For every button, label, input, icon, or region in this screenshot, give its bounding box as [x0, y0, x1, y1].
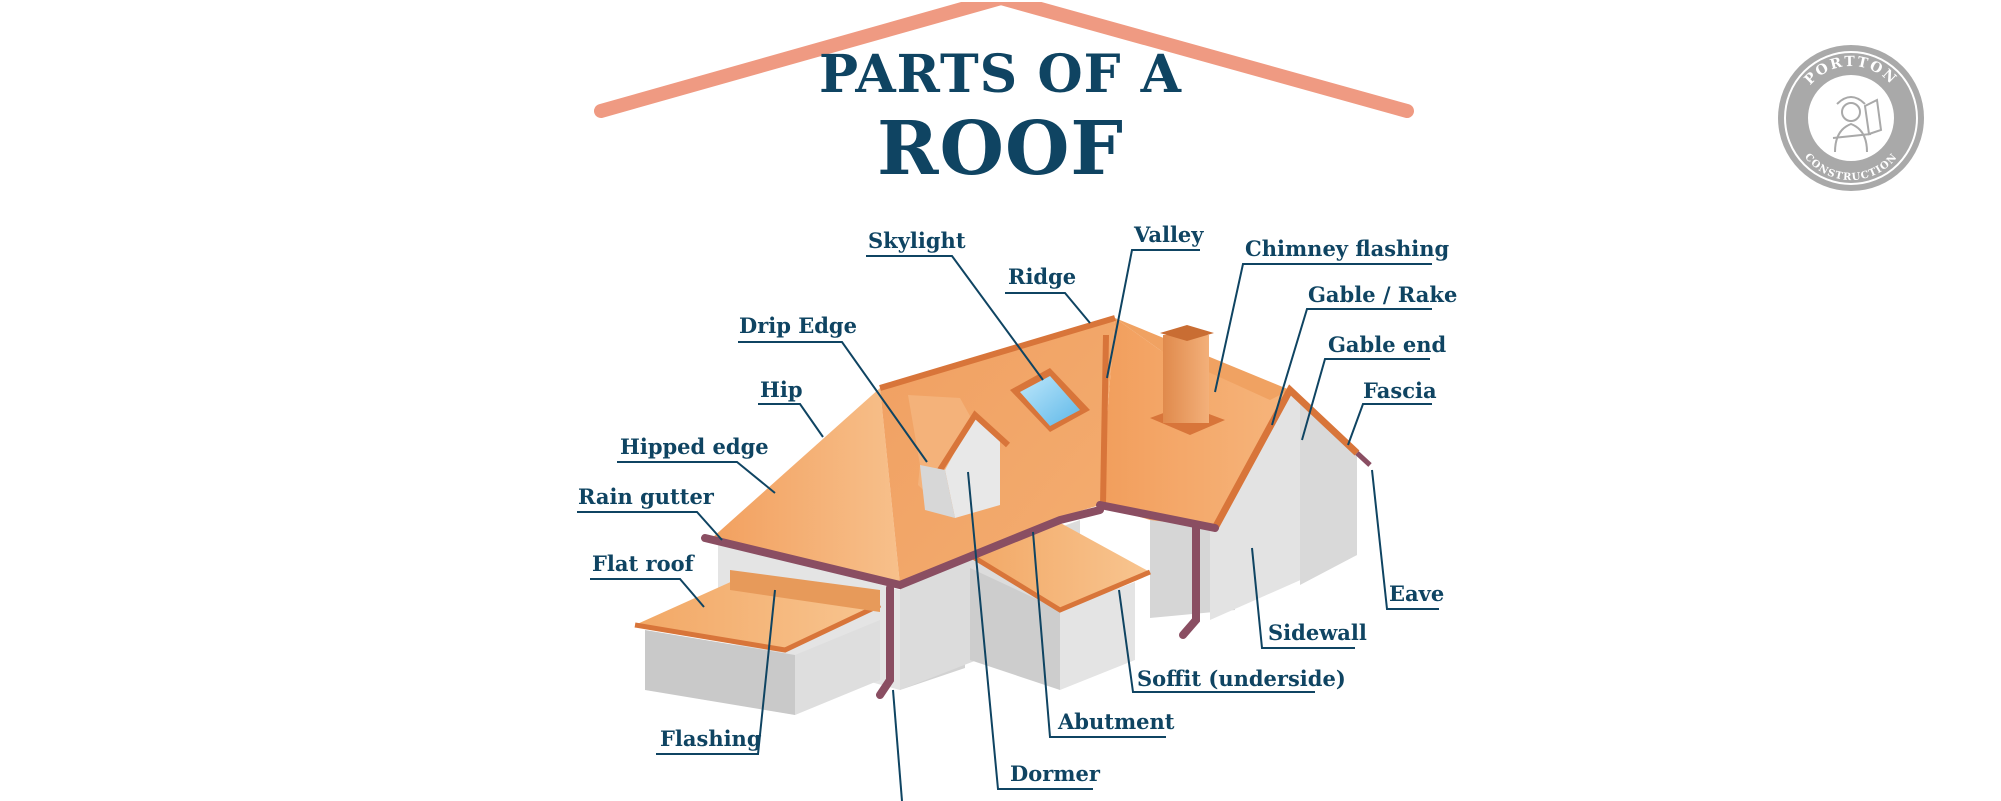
title-line-1: PARTS OF A	[819, 44, 1182, 105]
dormer-edge	[937, 410, 1011, 472]
hip-roof-face	[712, 388, 900, 585]
logo-worker-icon	[1832, 96, 1883, 153]
leader-drip-edge	[738, 341, 928, 463]
leader-hip	[758, 403, 824, 438]
leader-valley	[1106, 249, 1200, 379]
label-skylight: Skylight	[868, 228, 966, 253]
leader-soffit	[1118, 589, 1315, 693]
leader-gable-end	[1301, 358, 1430, 441]
company-logo: PORTTON CONSTRUCTION	[1778, 45, 1924, 191]
rain-gutter	[701, 506, 1104, 590]
label-gable-rake: Gable / Rake	[1308, 282, 1458, 307]
label-rain-gutter: Rain gutter	[578, 484, 714, 509]
chimney-top	[1160, 325, 1214, 341]
label-valley: Valley	[1134, 222, 1204, 247]
label-gable-end: Gable end	[1328, 332, 1447, 357]
leader-eave	[1371, 469, 1439, 610]
label-dormer: Dormer	[1010, 761, 1100, 786]
label-chimney-flashing: Chimney flashing	[1245, 236, 1450, 261]
label-ridge: Ridge	[1008, 264, 1077, 289]
label-flat-roof: Flat roof	[592, 551, 694, 576]
leader-chimney-flashing	[1214, 263, 1432, 393]
fascia-edge	[1355, 451, 1372, 467]
label-hip: Hip	[760, 377, 803, 402]
leader-flashing	[656, 589, 776, 755]
skylight-glass	[1020, 376, 1080, 426]
leader-skylight	[866, 255, 1044, 381]
flat-roof-flashing	[730, 570, 880, 612]
dormer-wall	[945, 415, 1000, 518]
leader-sidewall	[1251, 547, 1355, 649]
label-drip-edge: Drip Edge	[739, 313, 857, 338]
dormer-side	[920, 465, 955, 518]
chimney-body	[1163, 335, 1209, 423]
downspout-right	[1179, 522, 1200, 639]
downspout-left	[876, 584, 894, 699]
leader-abutment	[1032, 531, 1166, 738]
title-roof-line	[594, 0, 1414, 118]
label-abutment: Abutment	[1058, 709, 1175, 734]
leader-dormer	[967, 471, 1093, 790]
label-sidewall: Sidewall	[1268, 620, 1367, 645]
leader-hipped-edge	[617, 461, 776, 494]
leader-flat-roof	[590, 578, 705, 608]
leader-fascia	[1347, 403, 1432, 446]
leader-gable-rake	[1271, 308, 1432, 426]
leader-ridge	[1005, 292, 1091, 324]
porch-wall-front	[970, 568, 1060, 690]
label-fascia: Fascia	[1363, 378, 1437, 403]
leader-downspout	[892, 689, 903, 801]
title-line-2: ROOF	[877, 106, 1124, 192]
ridge-line	[879, 315, 1116, 391]
porch-wall-side	[1060, 582, 1135, 690]
gable-rake-edge	[1211, 384, 1360, 530]
leader-rain-gutter	[577, 511, 723, 541]
label-soffit: Soffit (underside)	[1137, 666, 1346, 691]
flat-roof-wall-front	[645, 630, 795, 715]
valley-line	[1100, 334, 1109, 506]
label-hipped-edge: Hipped edge	[620, 434, 769, 459]
label-eave: Eave	[1389, 581, 1445, 606]
flat-roof-wall-side	[795, 620, 880, 715]
leader-lines	[577, 249, 1439, 801]
label-flashing: Flashing	[660, 726, 762, 751]
